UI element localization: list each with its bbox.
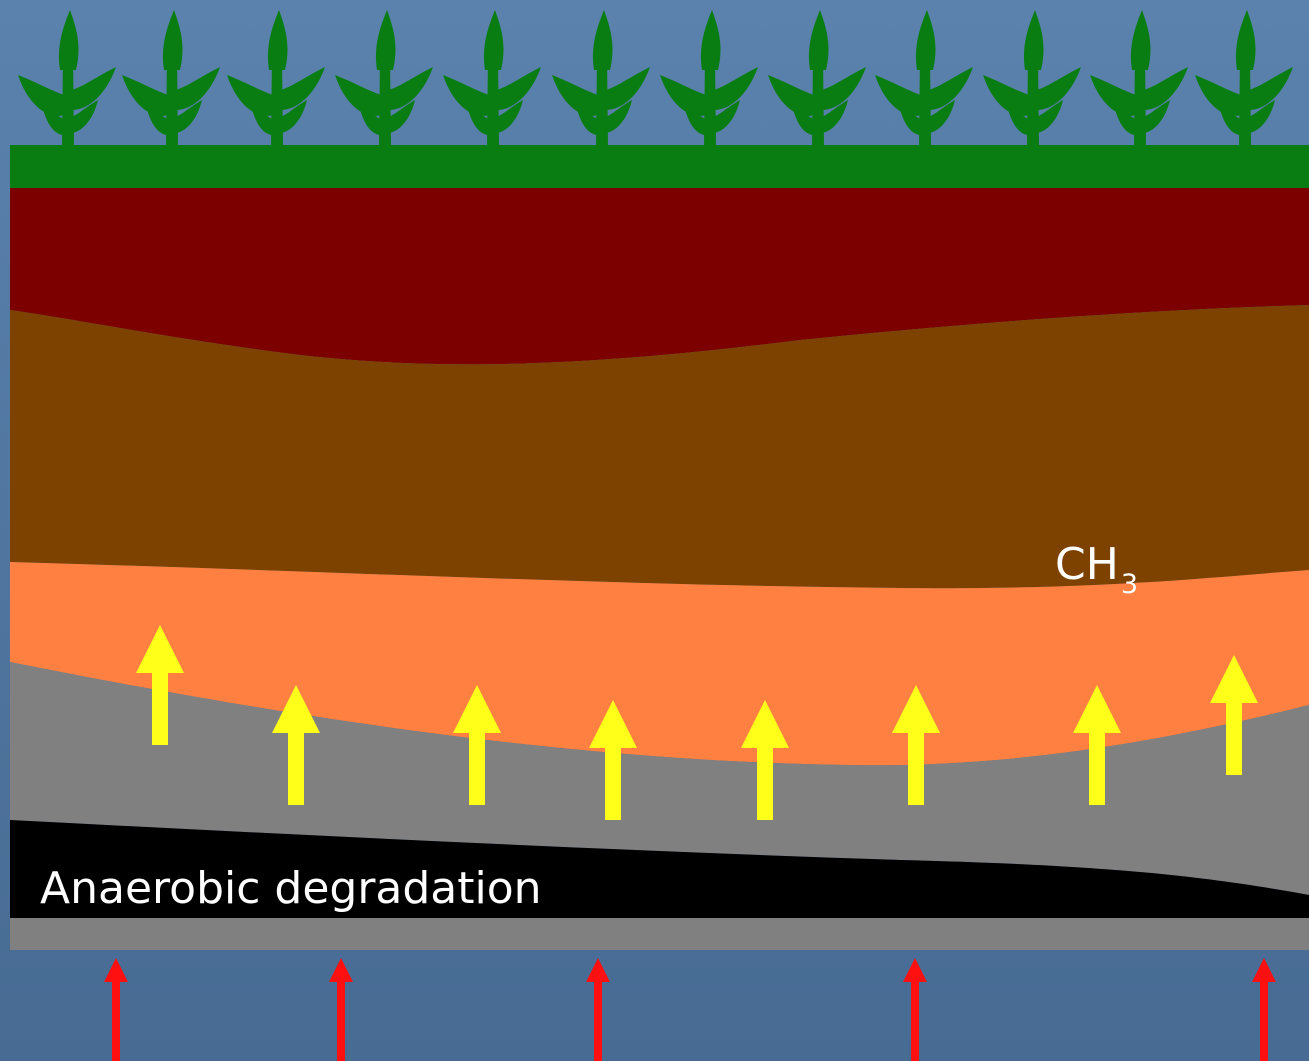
up-arrow-icon (903, 958, 927, 1061)
up-arrow-icon (136, 625, 184, 745)
up-arrow-icon (1073, 685, 1121, 805)
bottom-gray-band (10, 918, 1309, 950)
anaerobic-layer (10, 820, 1309, 918)
up-arrow-icon (589, 700, 637, 820)
plant-icon (552, 10, 650, 145)
anaerobic-degradation-label: Anaerobic degradation (40, 863, 542, 914)
gray-layer (10, 662, 1309, 895)
plant-icon (875, 10, 973, 145)
up-arrow-icon (1252, 958, 1276, 1061)
up-arrow-icon (272, 685, 320, 805)
up-arrow-icon (586, 958, 610, 1061)
heat-arrows (104, 958, 1276, 1061)
plant-icon (122, 10, 220, 145)
plant-icon (443, 10, 541, 145)
up-arrow-icon (1210, 655, 1258, 775)
up-arrow-icon (892, 685, 940, 805)
ground-surface (10, 145, 1309, 188)
orange-layer (10, 562, 1309, 766)
plant-icon (768, 10, 866, 145)
methane-subscript: 3 (1120, 569, 1138, 600)
methane-main: CH (1055, 539, 1119, 590)
plant-icon (227, 10, 325, 145)
plant-icon (18, 10, 116, 145)
methane-label: CH3 (1055, 543, 1138, 599)
topsoil-layer (10, 188, 1309, 365)
up-arrow-icon (104, 958, 128, 1061)
gas-arrows (136, 625, 1258, 820)
plant-icon (335, 10, 433, 145)
plant-icon (983, 10, 1081, 145)
plant-icon (1195, 10, 1293, 145)
plants-row (18, 10, 1293, 145)
up-arrow-icon (741, 700, 789, 820)
subsoil-layer (10, 305, 1309, 589)
plant-icon (1090, 10, 1188, 145)
up-arrow-icon (329, 958, 353, 1061)
plant-icon (660, 10, 758, 145)
up-arrow-icon (453, 685, 501, 805)
